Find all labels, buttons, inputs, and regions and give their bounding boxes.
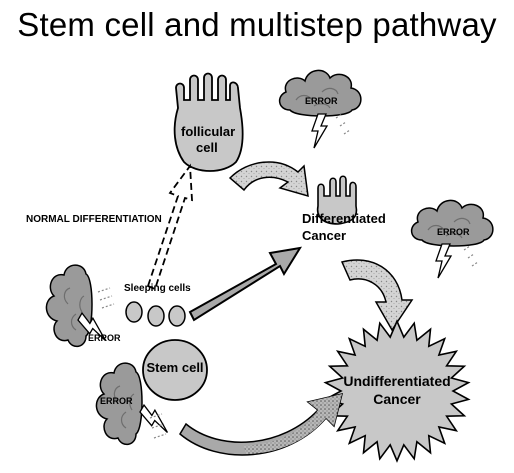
curved-arrow-differentiated-to-undifferentiated: [340, 259, 414, 332]
error-label-top: ERROR: [305, 96, 338, 106]
error-cloud-top: [278, 69, 362, 149]
follicular-cell: [173, 72, 244, 172]
follicular-cell-label-1: follicular: [181, 124, 235, 139]
sleeping-cell-1: [125, 301, 143, 323]
error-cloud-right: [410, 199, 494, 279]
curved-arrow-stem-to-undifferentiated: [179, 392, 344, 456]
undifferentiated-cancer-label-1: Undifferentiated: [343, 373, 450, 389]
error-label-right: ERROR: [437, 227, 470, 237]
error-label-left: ERROR: [88, 333, 121, 343]
sleeping-cell-2: [147, 305, 165, 327]
curved-arrow-follicular-to-differentiated: [228, 161, 309, 198]
differentiated-cancer-label-1: Differentiated: [302, 211, 386, 226]
straight-arrow-to-differentiated: [188, 246, 303, 322]
differentiated-cancer-label-2: Cancer: [302, 228, 346, 243]
follicular-cell-label-2: cell: [196, 140, 218, 155]
undifferentiated-cancer-starburst: [323, 319, 471, 463]
error-cloud-left: [45, 264, 93, 348]
normal-differentiation-arrow: [146, 163, 193, 291]
error-bolt-bottom: [136, 403, 175, 435]
error-label-bottom: ERROR: [100, 396, 133, 406]
sleeping-cells-label: Sleeping cells: [124, 283, 191, 294]
sleeping-cell-3: [168, 305, 186, 327]
page-title: Stem cell and multistep pathway: [17, 6, 497, 43]
normal-differentiation-label: NORMAL DIFFERENTIATION: [26, 214, 162, 225]
stem-cell-label: Stem cell: [146, 360, 203, 375]
differentiated-cancer-cell: [316, 175, 358, 225]
stem-cell: [142, 339, 208, 401]
error-rain-left: [97, 287, 115, 309]
undifferentiated-cancer-label-2: Cancer: [373, 391, 421, 407]
